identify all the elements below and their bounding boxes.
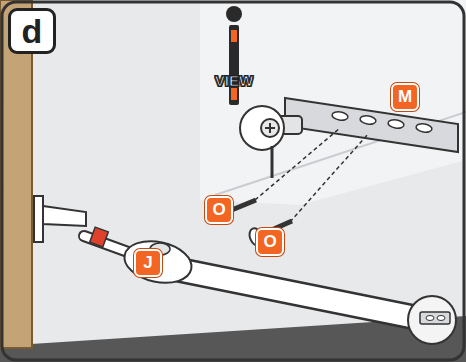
bracket-slot: [359, 115, 376, 125]
bracket-slot: [415, 123, 432, 133]
end-bracket: [420, 312, 450, 324]
view-icon-head: [226, 6, 242, 22]
callout-letter: J: [134, 249, 162, 277]
hold-clip: [90, 227, 109, 247]
bolt-cross: [265, 123, 275, 133]
door-bracket: [285, 98, 458, 152]
wall-bracket: [43, 206, 86, 226]
callout-letter: O: [205, 196, 233, 224]
arm-end: [240, 106, 284, 150]
view-label: VIEW: [206, 70, 262, 90]
view-icon-stripe: [231, 30, 237, 42]
bolt-shaft: [271, 146, 274, 178]
leader-line: [290, 134, 368, 222]
detail-circle: [408, 296, 456, 344]
wall-bracket-plate: [34, 196, 43, 242]
bracket-slot: [426, 316, 434, 321]
bracket-slot: [387, 119, 404, 129]
bolt-head: [261, 119, 279, 137]
leader-line: [255, 128, 340, 200]
callout-letter: O: [256, 228, 284, 256]
bracket-slot: [437, 316, 445, 321]
bracket-slot: [331, 111, 348, 121]
arm-cylinder: [121, 235, 196, 288]
callout-letter: M: [391, 83, 419, 111]
view-icon-stripe: [231, 88, 237, 100]
view-icon-bar: [229, 25, 239, 105]
step-letter: d: [8, 8, 56, 54]
